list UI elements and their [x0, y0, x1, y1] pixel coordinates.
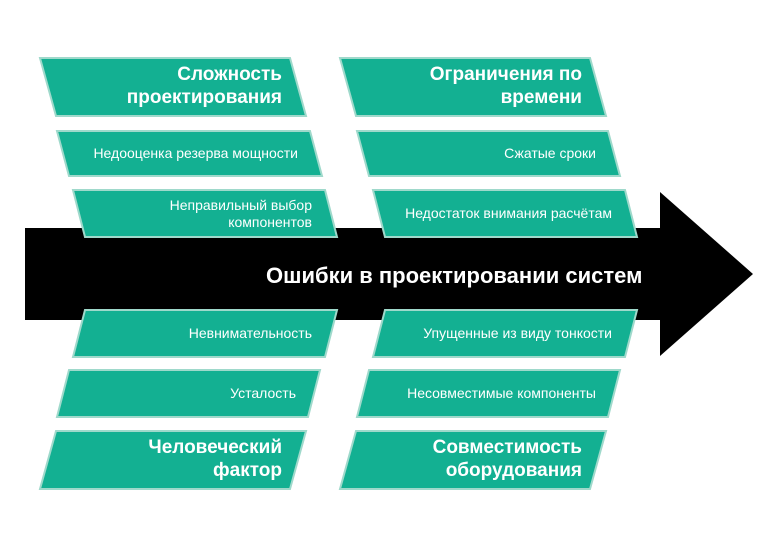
cause-label-bottom-left-1: Невнимательность [188, 325, 312, 342]
cause-bottom-left-1-shape [71, 309, 339, 358]
cause-bottom-right-2-shape [355, 369, 622, 418]
cause-label-top-right-2: Недостаток внимания расчётам [405, 205, 612, 222]
category-top-right-shape [338, 57, 608, 117]
cause-label-top-left-2: Неправильный выбор компонентов [169, 196, 312, 230]
category-bottom-left-shape [38, 430, 308, 490]
cause-label-bottom-right-1: Упущенные из виду тонкости [423, 325, 612, 342]
cause-bottom-right-1-shape [371, 309, 639, 358]
diagram-title: Ошибки в проектировании систем [266, 263, 643, 288]
cause-top-left-2-shape [71, 189, 339, 238]
cause-label-top-left-1: Недооценка резерва мощности [93, 145, 298, 162]
cause-label-top-right-1: Сжатые сроки [504, 145, 596, 162]
category-label-top-right: Ограничения по времени [429, 64, 582, 108]
cause-label-bottom-left-2: Усталость [230, 385, 296, 402]
category-label-bottom-left: Человеческий фактор [148, 437, 282, 481]
cause-top-left-1-shape [55, 130, 324, 177]
category-label-top-left: Сложность проектирования [126, 64, 282, 108]
cause-bottom-left-2-shape [55, 369, 322, 418]
cause-top-right-2-shape [371, 189, 639, 238]
category-bottom-right-shape [338, 430, 608, 490]
category-label-bottom-right: Совместимость оборудования [432, 437, 582, 481]
category-top-left-shape [38, 57, 308, 117]
cause-top-right-1-shape [355, 130, 622, 177]
cause-label-bottom-right-2: Несовместимые компоненты [407, 385, 596, 402]
